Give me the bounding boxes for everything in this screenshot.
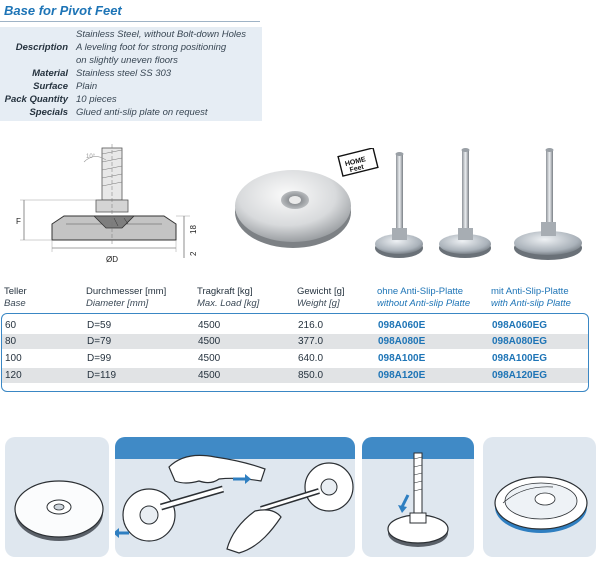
table-row: 80 D=79 4500 377.0 098A080E 098A080EG <box>2 334 588 349</box>
spec-label: Pack Quantity <box>4 94 68 105</box>
illustration-anti-slip-plate <box>483 437 596 557</box>
article-link[interactable]: 098A060EG <box>492 320 548 331</box>
spec-row: Specials Glued anti-slip plate on reques… <box>0 106 262 119</box>
article-link[interactable]: 098A080EG <box>492 336 548 347</box>
illustration-base <box>5 437 109 557</box>
column-header: Gewicht [g]Weight [g] <box>297 286 345 309</box>
spec-value: Stainless steel SS 303 <box>76 68 172 79</box>
spec-row: Material Stainless steel SS 303 <box>0 67 262 80</box>
table-row: 100 D=99 4500 640.0 098A100E 098A100EG <box>5 353 548 364</box>
spec-value: Stainless Steel, without Bolt-down Holes <box>76 29 247 40</box>
article-link[interactable]: 098A120E <box>378 370 426 381</box>
dim-2-label: 2 <box>189 251 198 256</box>
svg-text:10°: 10° <box>86 154 96 160</box>
spec-value: Plain <box>76 81 98 92</box>
column-header: Durchmesser [mm]Diameter [mm] <box>86 286 167 309</box>
dim-18-label: 18 <box>189 225 198 234</box>
svg-text:HOME: HOME <box>344 156 366 168</box>
spec-row: Surface Plain <box>0 80 262 93</box>
page-title: Base for Pivot Feet <box>4 3 122 18</box>
column-header: Tragkraft [kg]Max. Load [kg] <box>197 286 260 309</box>
spec-value: 10 pieces <box>76 94 117 105</box>
spec-label: Description <box>15 42 68 53</box>
spec-row: Pack Quantity 10 pieces <box>0 93 262 106</box>
spec-row: Stainless Steel, without Bolt-down Holes <box>0 28 262 41</box>
spec-value: Glued anti-slip plate on request <box>76 107 208 118</box>
spec-value: on slightly uneven floors <box>76 55 178 66</box>
title-divider <box>0 21 260 22</box>
article-link[interactable]: 098A100EG <box>492 353 548 364</box>
home-feet-stamp: HOME Feet <box>336 148 380 178</box>
technical-drawing: 10° F 18 2 ØD <box>14 144 212 268</box>
product-table: 60 D=59 4500 216.0 098A060E 098A060EG 80… <box>1 313 589 392</box>
article-link[interactable]: 098A120EG <box>492 370 548 381</box>
article-link[interactable]: 098A100E <box>378 353 426 364</box>
spec-value: A leveling foot for strong positioning <box>76 42 227 53</box>
pivot-feet-photo <box>372 144 594 262</box>
spec-row: Description A leveling foot for strong p… <box>0 41 262 54</box>
spec-label: Specials <box>29 107 68 118</box>
illustration-assembly <box>115 437 355 557</box>
article-link[interactable]: 098A060E <box>378 320 426 331</box>
illustration-mounted-foot <box>362 437 474 557</box>
dim-f-label: F <box>16 217 21 226</box>
spec-row: on slightly uneven floors <box>0 54 262 67</box>
svg-text:Feet: Feet <box>349 164 365 174</box>
table-row: 120 D=119 4500 850.0 098A120E 098A120EG <box>2 368 588 383</box>
spec-label: Surface <box>33 81 68 92</box>
dim-d-label: ØD <box>106 255 118 264</box>
spec-label: Material <box>32 68 68 79</box>
spec-block: Stainless Steel, without Bolt-down Holes… <box>0 27 262 121</box>
article-link[interactable]: 098A080E <box>378 336 426 347</box>
table-row: 60 D=59 4500 216.0 098A060E 098A060EG <box>5 320 548 331</box>
base-photo <box>232 160 354 252</box>
